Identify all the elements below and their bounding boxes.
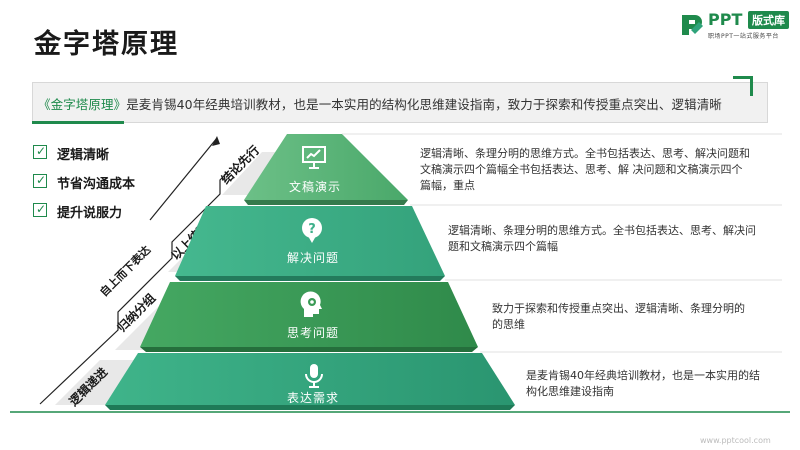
checklist-label: 逻辑清晰 (57, 148, 110, 163)
checkbox-icon: ✓ (33, 202, 47, 217)
logo-badge: 版式库 (748, 11, 789, 29)
tier-description: 是麦肯锡40年经典培训教材，也是一本实用的结构化思维建设指南 (526, 369, 760, 398)
ppt-logo-icon (682, 15, 703, 35)
page-title: 金字塔原理 (34, 29, 179, 60)
microphone-icon (305, 364, 323, 388)
intro-banner (32, 82, 768, 123)
pyramid-tier-label: 解决问题 (286, 251, 339, 265)
intro-book-title: 《金字塔原理》 (38, 97, 127, 112)
question-icon: ? (302, 218, 322, 243)
pyramid-tier-label: 表达需求 (286, 391, 339, 405)
intro-accent-bar (32, 121, 124, 124)
presentation-icon (302, 146, 326, 169)
pyramid-tier-4 (105, 353, 515, 405)
checklist-label: 节省沟通成本 (57, 177, 136, 192)
corner-decoration (733, 76, 753, 79)
pyramid-tier-1 (244, 134, 408, 200)
checklist-item: ✓ 提升说服力 (33, 201, 283, 221)
pyramid-tier-label: 思考问题 (286, 326, 339, 340)
intro-text: 《金字塔原理》是麦肯锡40年经典培训教材，也是一本实用的结构化思维建设指南，致力… (38, 94, 722, 113)
footer-url: www.pptcool.com (700, 436, 771, 445)
checklist-item: ✓ 节省沟通成本 (33, 172, 283, 192)
pyramid-tier-2 (175, 206, 445, 276)
tier-description: 逻辑清晰、条理分明的思维方式。全书包括表达、思考、解决问题和文稿演示四个篇幅全书… (420, 147, 750, 192)
svg-text:?: ? (308, 222, 316, 237)
logo-brand: PPT (708, 10, 743, 29)
corner-decoration (750, 76, 753, 96)
intro-body: 是麦肯锡40年经典培训教材，也是一本实用的结构化思维建设指南，致力于探索和传授重… (126, 97, 722, 112)
logo-tagline: 职场PPT一站式服务平台 (708, 33, 779, 40)
checkbox-icon: ✓ (33, 144, 47, 159)
checklist-label: 提升说服力 (57, 206, 123, 221)
thinking-head-icon (300, 291, 322, 317)
pyramid-tier-label: 文稿演示 (288, 180, 341, 194)
tier-description: 逻辑清晰、条理分明的思维方式。全书包括表达、思考、解决问题和文稿演示四个篇幅 (448, 224, 756, 253)
checklist-item: ✓ 逻辑清晰 (33, 143, 283, 163)
tier-description: 致力于探索和传授重点突出、逻辑清晰、条理分明的的思维 (492, 302, 745, 331)
checkbox-icon: ✓ (33, 173, 47, 188)
